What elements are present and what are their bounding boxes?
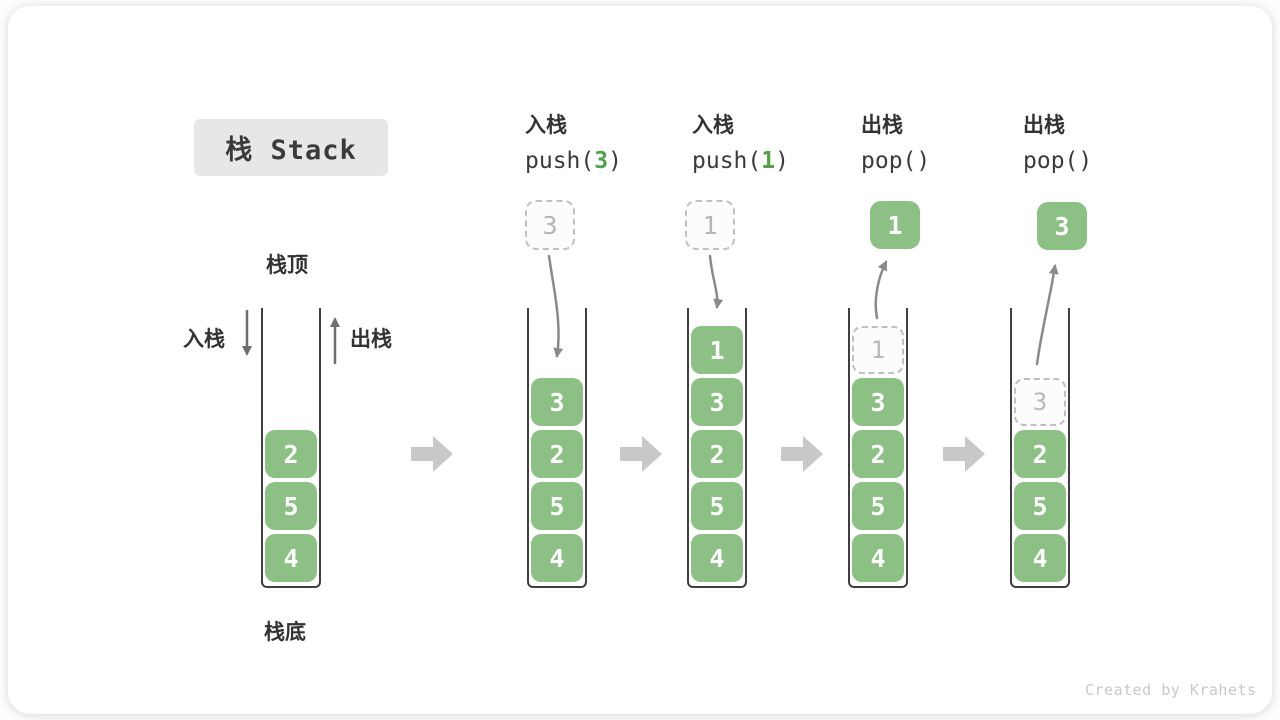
stack-box: 2: [265, 430, 317, 478]
stack-box: 5: [691, 482, 743, 530]
stack-box: 4: [1014, 534, 1066, 582]
page-title: 栈 Stack: [225, 135, 357, 166]
label-pop: 出栈: [350, 328, 392, 351]
stack-box: 2: [852, 430, 904, 478]
title-badge: 栈 Stack: [194, 119, 388, 176]
step-header-push-1: 入栈 push(1): [692, 113, 789, 174]
label-stack-top: 栈顶: [266, 254, 308, 277]
stack-box: 2: [531, 430, 583, 478]
floating-value: 1: [887, 210, 903, 240]
step-header-pop-1: 出栈 pop(): [861, 113, 930, 174]
step-code: pop(): [1023, 148, 1092, 174]
stack-box: 5: [852, 482, 904, 530]
floating-value-box-popped: 1: [870, 201, 920, 249]
stack-box: 5: [531, 482, 583, 530]
step-label: 出栈: [1023, 114, 1065, 137]
floating-value: 1: [702, 210, 718, 240]
stack-box: 4: [531, 534, 583, 582]
floating-value-box-ghost: 3: [525, 200, 575, 250]
stack-box: 3: [531, 378, 583, 426]
stack-box: 3: [852, 378, 904, 426]
step-label: 入栈: [525, 114, 567, 137]
block-arrow-icon: [943, 436, 985, 472]
stack-box-ghost: 1: [852, 326, 904, 374]
stack-box: 5: [1014, 482, 1066, 530]
stack-container-pop-3: 3 2 5 4: [1010, 308, 1070, 588]
code-pre: pop(: [861, 148, 917, 174]
floating-value: 3: [542, 210, 558, 240]
code-post: ): [775, 148, 789, 174]
code-pre: push(: [525, 148, 595, 174]
step-header-push-3: 入栈 push(3): [525, 113, 622, 174]
code-post: ): [1078, 148, 1093, 174]
stack-box: 4: [852, 534, 904, 582]
code-pre: pop(: [1023, 148, 1079, 174]
stack-box-ghost: 3: [1014, 378, 1066, 426]
diagram-card: 栈 Stack 栈顶 栈底 入栈 出栈 入栈 push(3) 入栈 push(1…: [8, 6, 1272, 714]
curved-arrow-push-1-icon: [708, 254, 724, 309]
step-label: 入栈: [692, 114, 734, 137]
floating-value: 3: [1054, 211, 1070, 241]
floating-value-box-ghost: 1: [685, 200, 735, 250]
label-stack-bottom: 栈底: [264, 621, 306, 644]
step-label: 出栈: [861, 114, 903, 137]
stack-box: 2: [1014, 430, 1066, 478]
step-code: push(3): [525, 148, 622, 174]
stack-box: 5: [265, 482, 317, 530]
stack-box: 4: [691, 534, 743, 582]
block-arrow-icon: [411, 436, 453, 472]
stack-box: 4: [265, 534, 317, 582]
stack-container-initial: 2 5 4: [261, 308, 321, 588]
stack-container-push-1: 1 3 2 5 4: [687, 308, 747, 588]
label-push: 入栈: [183, 328, 225, 351]
watermark: Created by Krahets: [1085, 681, 1257, 699]
step-header-pop-3: 出栈 pop(): [1023, 113, 1092, 174]
code-pre: push(: [692, 148, 762, 174]
code-post: ): [608, 148, 622, 174]
block-arrow-icon: [781, 436, 823, 472]
step-code: pop(): [861, 148, 930, 174]
block-arrow-icon: [620, 436, 662, 472]
floating-value-box-popped: 3: [1037, 202, 1087, 250]
code-arg: 3: [594, 148, 609, 174]
code-post: ): [916, 148, 931, 174]
step-code: push(1): [692, 148, 789, 174]
stack-container-push-3: 3 2 5 4: [527, 308, 587, 588]
stack-box: 2: [691, 430, 743, 478]
stack-container-pop-1: 1 3 2 5 4: [848, 308, 908, 588]
code-arg: 1: [761, 148, 776, 174]
stack-box: 3: [691, 378, 743, 426]
stack-box: 1: [691, 326, 743, 374]
